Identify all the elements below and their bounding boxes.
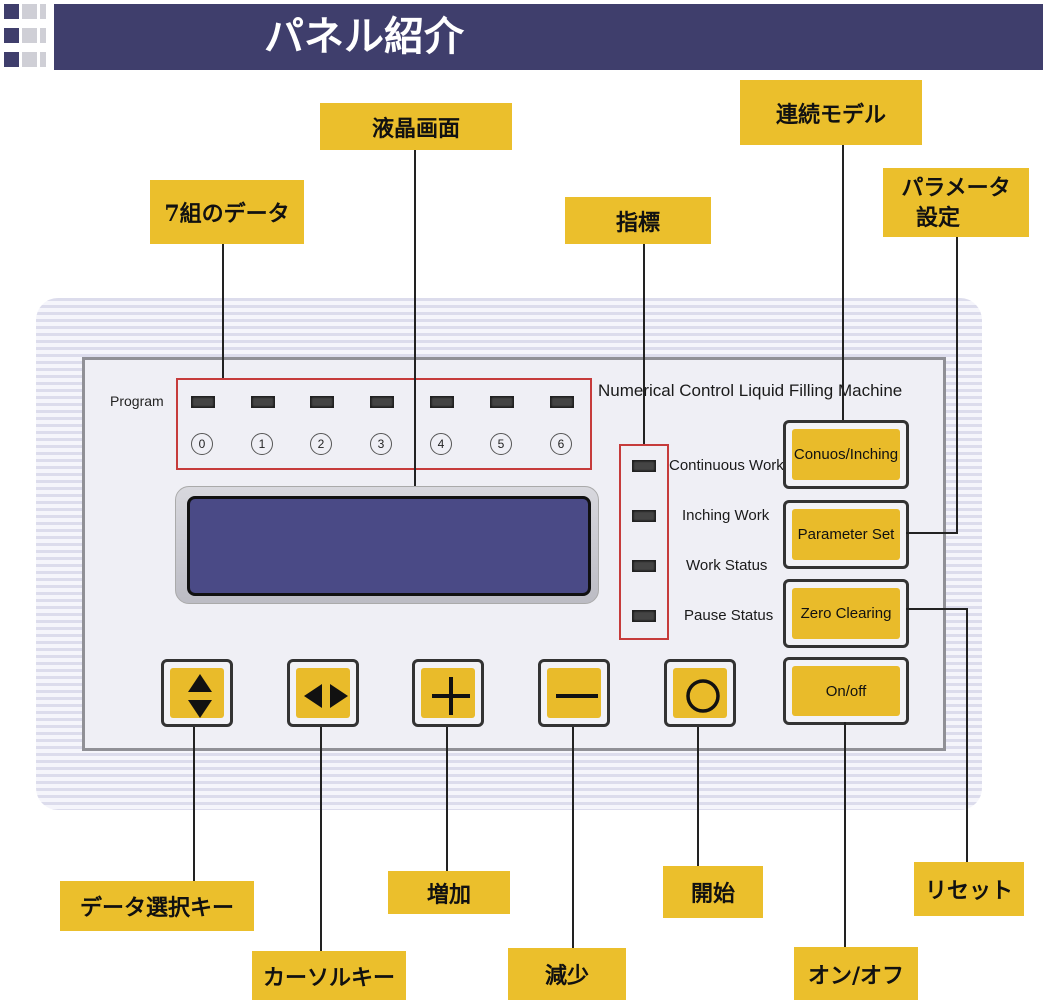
callout-cursor-key: カーソルキー xyxy=(252,951,406,1000)
callout-start: 開始 xyxy=(663,866,763,918)
page-title: パネル紹介 xyxy=(264,13,464,60)
leader-line-continuous-model xyxy=(842,145,844,420)
callout-data-select-key: データ選択キー xyxy=(60,881,254,931)
callout-on-off: オン/オフ xyxy=(794,947,918,1000)
on-off-button[interactable]: On/off xyxy=(783,657,909,725)
indicator-led-inching xyxy=(632,510,656,522)
header-decoration xyxy=(0,0,50,72)
program-led-0 xyxy=(191,396,215,408)
decrease-button[interactable] xyxy=(538,659,610,727)
left-right-arrow-icon xyxy=(304,684,348,708)
callout-indicator: 指標 xyxy=(565,197,711,244)
zero-clearing-label: Zero Clearing xyxy=(792,588,900,639)
indicator-label-work-status: Work Status xyxy=(686,557,768,574)
program-led-6 xyxy=(550,396,574,408)
program-data-group-box xyxy=(176,378,592,470)
indicator-label-continuous: Continuous Work xyxy=(669,457,784,474)
leader-line-seven-groups xyxy=(222,244,224,378)
header-bar xyxy=(54,4,1043,70)
up-down-arrow-icon xyxy=(188,674,212,718)
parameter-set-label: Parameter Set xyxy=(792,509,900,560)
minus-icon xyxy=(556,694,598,698)
callout-parameter-setting: パラメータ 設定 xyxy=(883,168,1029,237)
callout-seven-groups: 7組のデータ xyxy=(150,180,304,244)
leader-line-increase xyxy=(446,727,448,871)
program-led-5 xyxy=(490,396,514,408)
leader-line-indicator xyxy=(643,244,645,444)
program-number-4: 4 xyxy=(430,433,452,455)
indicator-label-pause-status: Pause Status xyxy=(684,607,774,624)
plus-icon xyxy=(432,677,470,715)
program-number-3: 3 xyxy=(370,433,392,455)
increase-button[interactable] xyxy=(412,659,484,727)
callout-parameter-setting-line2: 設定 xyxy=(915,204,960,231)
leader-line-start xyxy=(697,727,699,866)
start-button[interactable] xyxy=(664,659,736,727)
indicator-led-work-status xyxy=(632,560,656,572)
leader-line-reset-h xyxy=(906,608,968,610)
circle-icon xyxy=(686,679,720,713)
parameter-set-button[interactable]: Parameter Set xyxy=(783,500,909,569)
callout-increase: 増加 xyxy=(388,871,510,914)
program-number-2: 2 xyxy=(310,433,332,455)
program-led-1 xyxy=(251,396,275,408)
program-led-4 xyxy=(430,396,454,408)
indicator-group-box xyxy=(619,444,669,640)
conuos-inching-label: Conuos/Inching xyxy=(792,429,900,480)
conuos-inching-button[interactable]: Conuos/Inching xyxy=(783,420,909,489)
callout-parameter-setting-line1: パラメータ xyxy=(901,174,1011,201)
indicator-label-inching: Inching Work xyxy=(682,507,770,524)
program-led-3 xyxy=(370,396,394,408)
program-label: Program xyxy=(110,393,164,409)
on-off-label: On/off xyxy=(792,666,900,716)
leader-line-lcd xyxy=(414,150,416,486)
program-led-2 xyxy=(310,396,334,408)
program-number-0: 0 xyxy=(191,433,213,455)
lcd-screen xyxy=(187,496,591,596)
indicator-led-pause-status xyxy=(632,610,656,622)
callout-lcd: 液晶画面 xyxy=(320,103,512,150)
callout-reset: リセット xyxy=(914,862,1024,916)
leader-line-cursor xyxy=(320,727,322,951)
zero-clearing-button[interactable]: Zero Clearing xyxy=(783,579,909,648)
leader-line-decrease xyxy=(572,727,574,948)
leader-line-parameter-h xyxy=(906,532,958,534)
indicator-led-continuous xyxy=(632,460,656,472)
program-number-6: 6 xyxy=(550,433,572,455)
callout-decrease: 減少 xyxy=(508,948,626,1000)
machine-title: Numerical Control Liquid Filling Machine xyxy=(598,381,903,400)
cursor-key-button[interactable] xyxy=(287,659,359,727)
program-number-1: 1 xyxy=(251,433,273,455)
leader-line-reset-v xyxy=(966,608,968,862)
program-number-5: 5 xyxy=(490,433,512,455)
callout-continuous-model: 連続モデル xyxy=(740,80,922,145)
leader-line-on-off xyxy=(844,722,846,947)
leader-line-data-select xyxy=(193,727,195,881)
data-select-key-button[interactable] xyxy=(161,659,233,727)
leader-line-parameter-v xyxy=(956,237,958,533)
